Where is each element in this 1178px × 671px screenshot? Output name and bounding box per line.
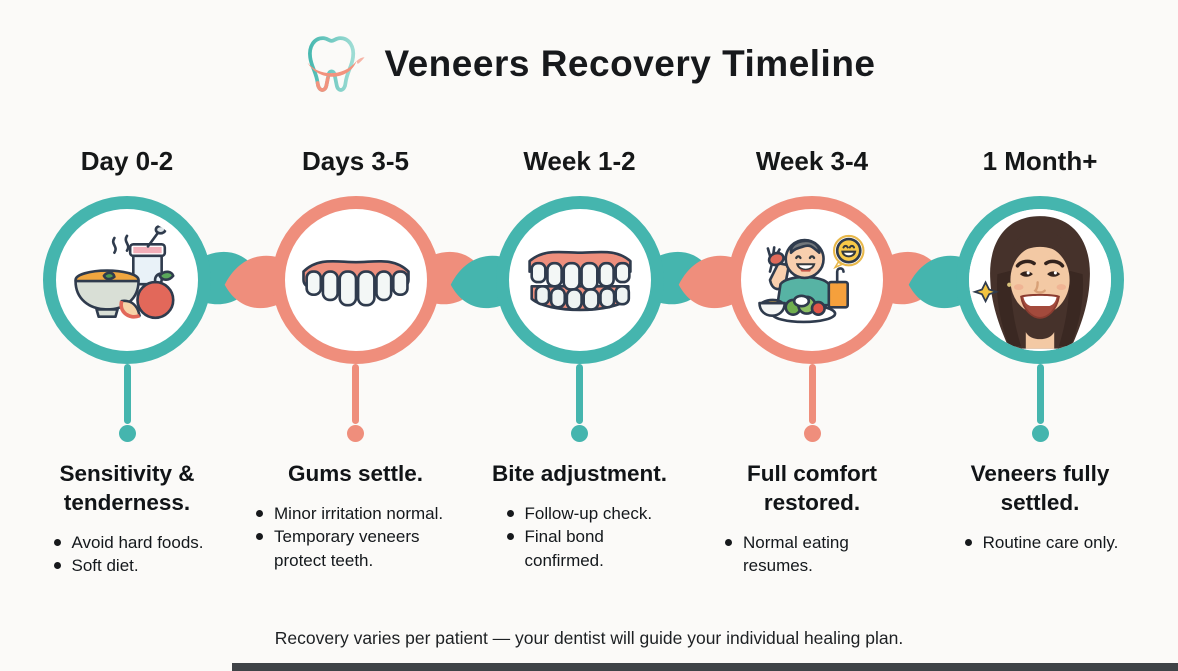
stage-circle — [728, 196, 896, 364]
stage-bullets: Normal eating resumes. — [722, 531, 902, 578]
stage-heading: Gums settle. — [287, 461, 424, 486]
bullet-item: Soft diet. — [51, 554, 204, 577]
stage-dot — [1031, 425, 1049, 442]
timeline-stage-week-1-2: Week 1-2 Bite adjustment. — [478, 142, 681, 572]
bullet-item: Temporary veneers protect teeth. — [253, 525, 458, 572]
bullet-item: Final bond confirmed. — [504, 525, 656, 572]
timeline-stage-week-3-4: Week 3-4 — [722, 142, 902, 578]
stage-circle — [271, 196, 440, 364]
full-bite-icon — [527, 250, 632, 312]
bullet-item: Normal eating resumes. — [722, 531, 902, 578]
stage-heading: Veneers fully settled. — [970, 461, 1110, 515]
stage-bullets: Minor irritation normal. Temporary venee… — [253, 502, 458, 572]
upper-veneers-icon — [301, 259, 410, 307]
stage-label: Day 0-2 — [80, 146, 174, 176]
footer-bar — [232, 663, 1178, 671]
stage-stem — [576, 364, 583, 424]
timeline-stage-day-0-2: Day 0-2 Sensitivity & tende — [27, 142, 227, 578]
stage-dot — [803, 425, 821, 442]
header: Veneers Recovery Timeline — [0, 24, 1178, 104]
stage-bullets: Follow-up check. Final bond confirmed. — [504, 502, 656, 572]
bullet-item: Follow-up check. — [504, 502, 656, 525]
timeline-stage-days-3-5: Days 3-5 Gums settle. Minor irritation n… — [253, 142, 458, 572]
bullet-item: Avoid hard foods. — [51, 531, 204, 554]
stage-bullets: Routine care only. — [962, 531, 1118, 554]
stage-label: 1 Month+ — [982, 146, 1098, 176]
person-eating-icon — [758, 234, 865, 324]
stage-heading: Sensitivity & tenderness. — [59, 461, 195, 515]
stage-dot — [118, 425, 136, 442]
stage-circle — [956, 196, 1124, 364]
stage-dot — [347, 425, 364, 442]
page-title: Veneers Recovery Timeline — [384, 43, 876, 84]
stage-dot — [571, 425, 588, 442]
footer-note: Recovery varies per patient — your denti… — [274, 628, 904, 648]
bullet-item: Minor irritation normal. — [253, 502, 458, 525]
connector-wave-icon — [648, 251, 744, 309]
stage-label: Week 3-4 — [755, 146, 869, 176]
tooth-logo-icon — [307, 36, 366, 92]
smiling-woman-icon — [969, 209, 1111, 351]
stage-heading: Full comfort restored. — [747, 461, 877, 515]
stage-stem — [352, 364, 359, 424]
bullet-item: Routine care only. — [962, 531, 1118, 554]
stage-label: Days 3-5 — [302, 146, 409, 176]
soft-foods-icon — [74, 224, 175, 320]
stage-bullets: Avoid hard foods. Soft diet. — [51, 531, 204, 578]
stage-stem — [808, 364, 816, 424]
stage-circle — [43, 196, 211, 364]
stage-stem — [123, 364, 131, 424]
stage-circle — [495, 196, 664, 364]
timeline-stage-1-month-plus: 1 Month+ — [942, 142, 1138, 554]
stage-heading: Bite adjustment. — [491, 461, 668, 486]
stage-label: Week 1-2 — [523, 146, 636, 176]
stage-stem — [1036, 364, 1044, 424]
